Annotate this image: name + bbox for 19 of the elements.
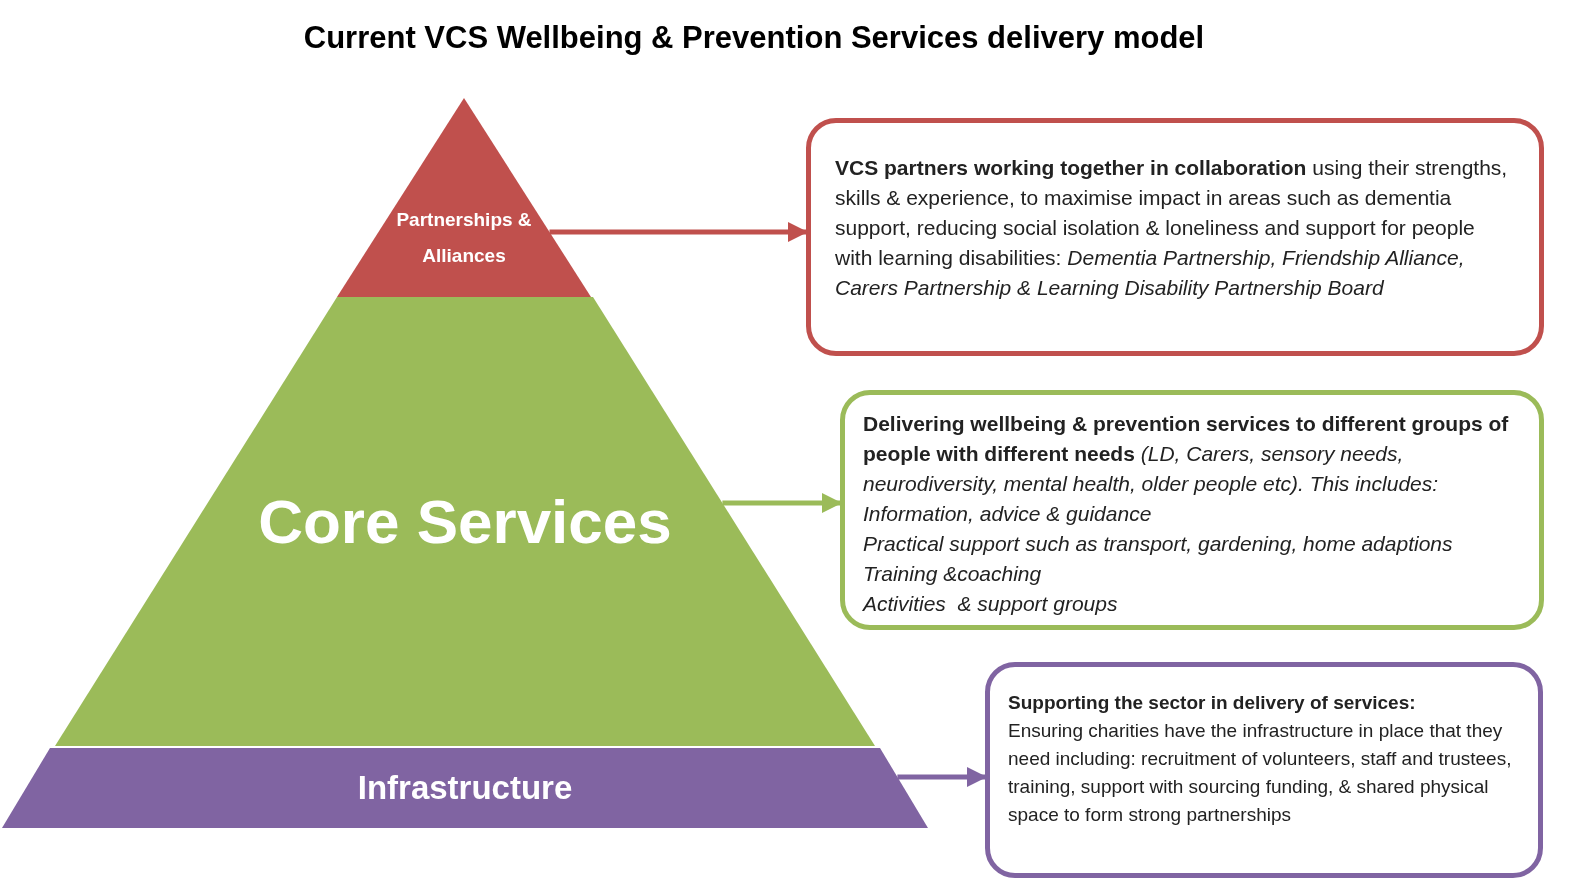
description-text: Practical support such as transport, gardening, home adaptions bbox=[863, 531, 1454, 557]
arrow bbox=[897, 767, 987, 787]
description-card bbox=[840, 390, 1544, 630]
description-text: Delivering wellbeing & prevention services to different groups of people with different needs (LD, Carers, sensory needs, neurodiversity, mental health, older people etc). This includes: bbox=[863, 411, 1510, 497]
description-text: Activities & support groups bbox=[863, 591, 1119, 617]
description-text: Training &coaching bbox=[863, 561, 1043, 587]
arrow bbox=[549, 222, 808, 242]
description-card bbox=[806, 118, 1544, 356]
arrow bbox=[722, 493, 842, 513]
description-text: VCS partners working together in collaboration using their strengths, skills & experience, to maximise impact in areas such as dementia support, reducing social isolation & loneliness and support for people with learning disabilities: Dementia Partnership, Friendship Alliance, Carers Partnership & Learning Disability Partnership Board bbox=[835, 155, 1509, 301]
description-text: Ensuring charities have the infrastructure in place that they need including: recruitment of volunteers, staff and trustees, training, support with sourcing funding, & shared physical space to form strong partnerships bbox=[1008, 719, 1513, 827]
pyramid-tier bbox=[2, 748, 928, 828]
description-text: Supporting the sector in delivery of services: bbox=[1008, 691, 1417, 715]
tier-label: Partnerships & Alliances bbox=[395, 208, 533, 268]
diagram-title: Current VCS Wellbeing & Prevention Services delivery model bbox=[302, 20, 1206, 56]
tier-label: Infrastructure bbox=[356, 768, 574, 808]
description-text: Information, advice & guidance bbox=[863, 501, 1153, 527]
description-card bbox=[985, 662, 1543, 878]
tier-label: Core Services bbox=[257, 487, 673, 557]
